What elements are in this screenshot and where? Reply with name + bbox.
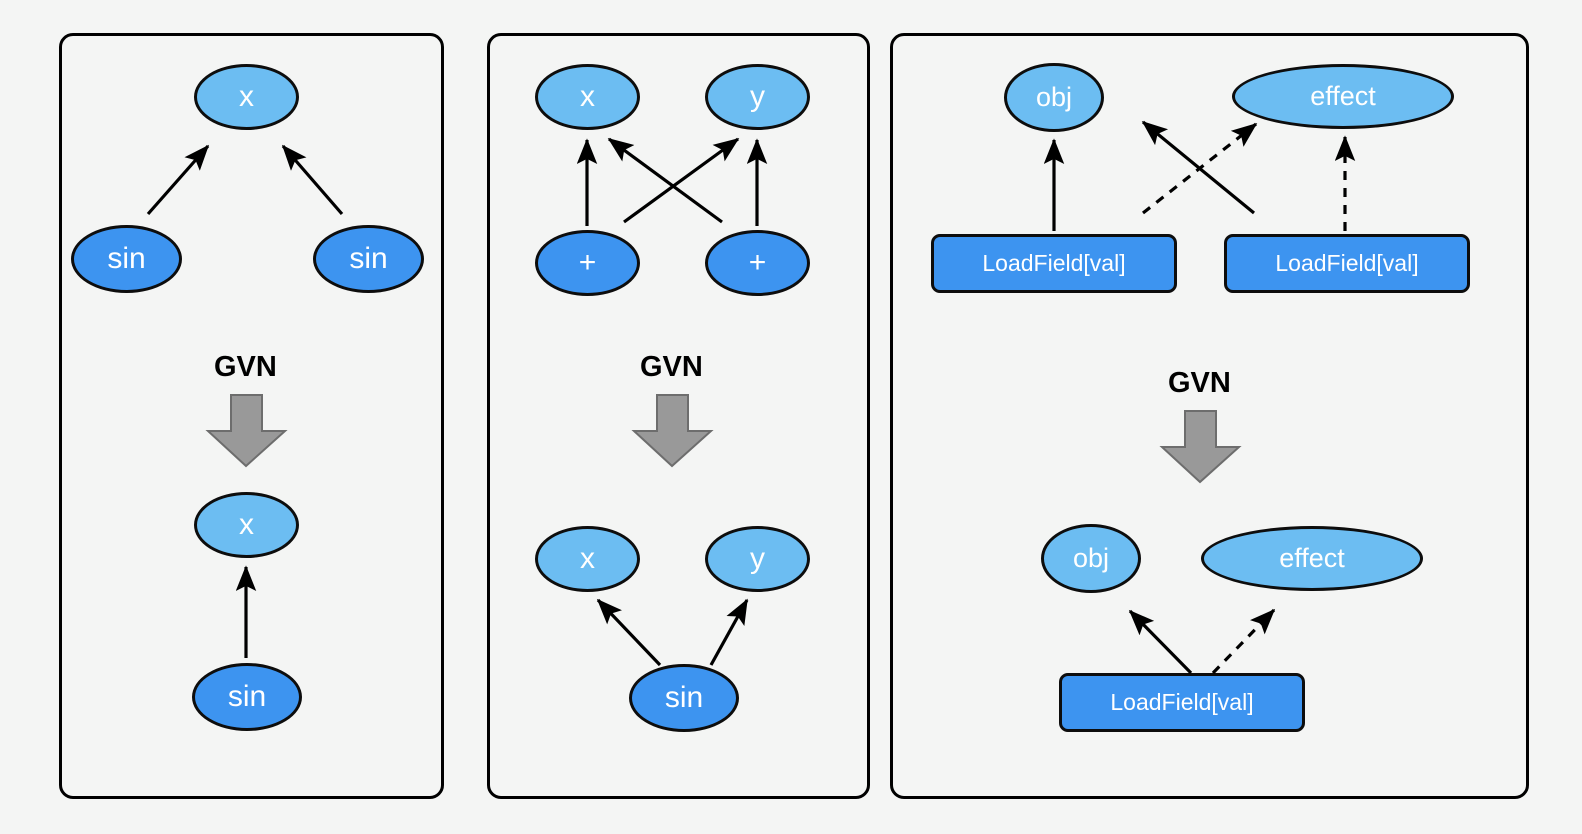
node-y-after-p2[interactable]: y (705, 526, 810, 592)
node-obj-after-p3[interactable]: obj (1041, 524, 1141, 593)
gvn-label-p3: GVN (1168, 367, 1231, 399)
node-label: effect (1279, 543, 1345, 573)
node-loadfield-after-p3[interactable]: LoadField[val] (1059, 673, 1305, 732)
node-label: LoadField[val] (1275, 250, 1419, 276)
node-label: x (239, 80, 254, 113)
node-sin-after-p2[interactable]: sin (629, 664, 739, 732)
node-plus-right-before-p2[interactable]: + (705, 230, 810, 296)
node-obj-before-p3[interactable]: obj (1004, 63, 1104, 132)
node-loadfield-right-before-p3[interactable]: LoadField[val] (1224, 234, 1470, 293)
node-x-after-p2[interactable]: x (535, 526, 640, 592)
node-y-before-p2[interactable]: y (705, 64, 810, 130)
node-sin-left-before-p1[interactable]: sin (71, 225, 182, 293)
node-label: y (750, 542, 765, 575)
node-sin-after-p1[interactable]: sin (192, 663, 302, 731)
node-x-before-p2[interactable]: x (535, 64, 640, 130)
node-label: sin (349, 242, 388, 275)
node-label: x (580, 542, 595, 575)
node-sin-right-before-p1[interactable]: sin (313, 225, 424, 293)
node-plus-left-before-p2[interactable]: + (535, 230, 640, 296)
node-label: sin (664, 681, 704, 714)
node-effect-after-p3[interactable]: effect (1201, 526, 1423, 591)
gvn-label-p1: GVN (214, 351, 277, 383)
node-label: + (748, 246, 767, 279)
node-label: sin (227, 680, 267, 713)
node-label: x (580, 80, 595, 113)
node-label: LoadField[val] (1110, 689, 1254, 715)
node-label: LoadField[val] (982, 250, 1126, 276)
node-label: effect (1310, 81, 1376, 111)
node-label: y (750, 80, 765, 113)
node-label: x (239, 508, 254, 541)
node-label: sin (107, 242, 146, 275)
node-label: + (578, 246, 597, 279)
node-label: obj (1072, 543, 1110, 573)
node-label: obj (1035, 82, 1073, 112)
node-x-before-p1[interactable]: x (194, 64, 299, 130)
gvn-label-p2: GVN (640, 351, 703, 383)
node-effect-before-p3[interactable]: effect (1232, 64, 1454, 129)
node-loadfield-left-before-p3[interactable]: LoadField[val] (931, 234, 1177, 293)
node-x-after-p1[interactable]: x (194, 492, 299, 558)
